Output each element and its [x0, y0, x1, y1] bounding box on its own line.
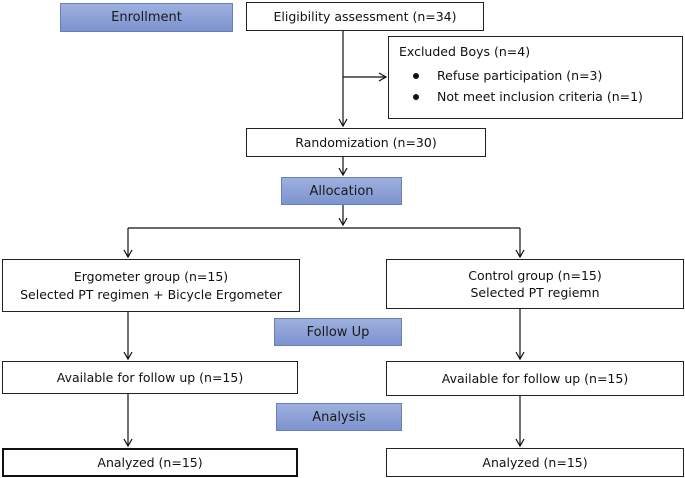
ergometer-analyzed-box: Analyzed (n=15) — [2, 448, 298, 477]
ergometer-analyzed-label: Analyzed (n=15) — [97, 454, 203, 470]
control-group-box: Control group (n=15) Selected PT regiemn — [386, 259, 684, 309]
excluded-title: Excluded Boys (n=4) — [399, 44, 531, 59]
ergometer-group-box: Ergometer group (n=15) Selected PT regim… — [2, 259, 300, 312]
eligibility-label: Eligibility assessment (n=34) — [273, 8, 457, 24]
bullet-icon — [413, 94, 419, 100]
control-followup-box: Available for follow up (n=15) — [386, 361, 684, 396]
control-group-regimen: Selected PT regiemn — [470, 285, 600, 300]
control-group-title: Control group (n=15) — [468, 267, 602, 283]
excluded-box: Excluded Boys (n=4) Refuse participation… — [388, 36, 683, 119]
ergometer-followup-label: Available for follow up (n=15) — [56, 369, 244, 385]
follow-up-stage: Follow Up — [274, 318, 402, 346]
randomization-label: Randomization (n=30) — [295, 134, 437, 150]
eligibility-box: Eligibility assessment (n=34) — [246, 2, 484, 31]
randomization-box: Randomization (n=30) — [246, 128, 486, 157]
excluded-item: Refuse participation (n=3) — [413, 67, 672, 85]
enrollment-stage: Enrollment — [60, 3, 233, 32]
ergometer-followup-box: Available for follow up (n=15) — [2, 361, 298, 394]
allocation-stage: Allocation — [281, 177, 402, 205]
bullet-icon — [413, 72, 419, 79]
excluded-item: Not meet inclusion criteria (n=1) — [413, 88, 672, 106]
control-analyzed-label: Analyzed (n=15) — [482, 454, 588, 470]
excluded-list: Refuse participation (n=3) Not meet incl… — [399, 67, 672, 106]
ergometer-group-regimen: Selected PT regimen + Bicycle Ergometer — [20, 286, 282, 302]
control-analyzed-box: Analyzed (n=15) — [386, 448, 684, 477]
analysis-stage: Analysis — [276, 403, 402, 431]
control-followup-label: Available for follow up (n=15) — [441, 370, 629, 386]
ergometer-group-title: Ergometer group (n=15) — [73, 269, 229, 284]
